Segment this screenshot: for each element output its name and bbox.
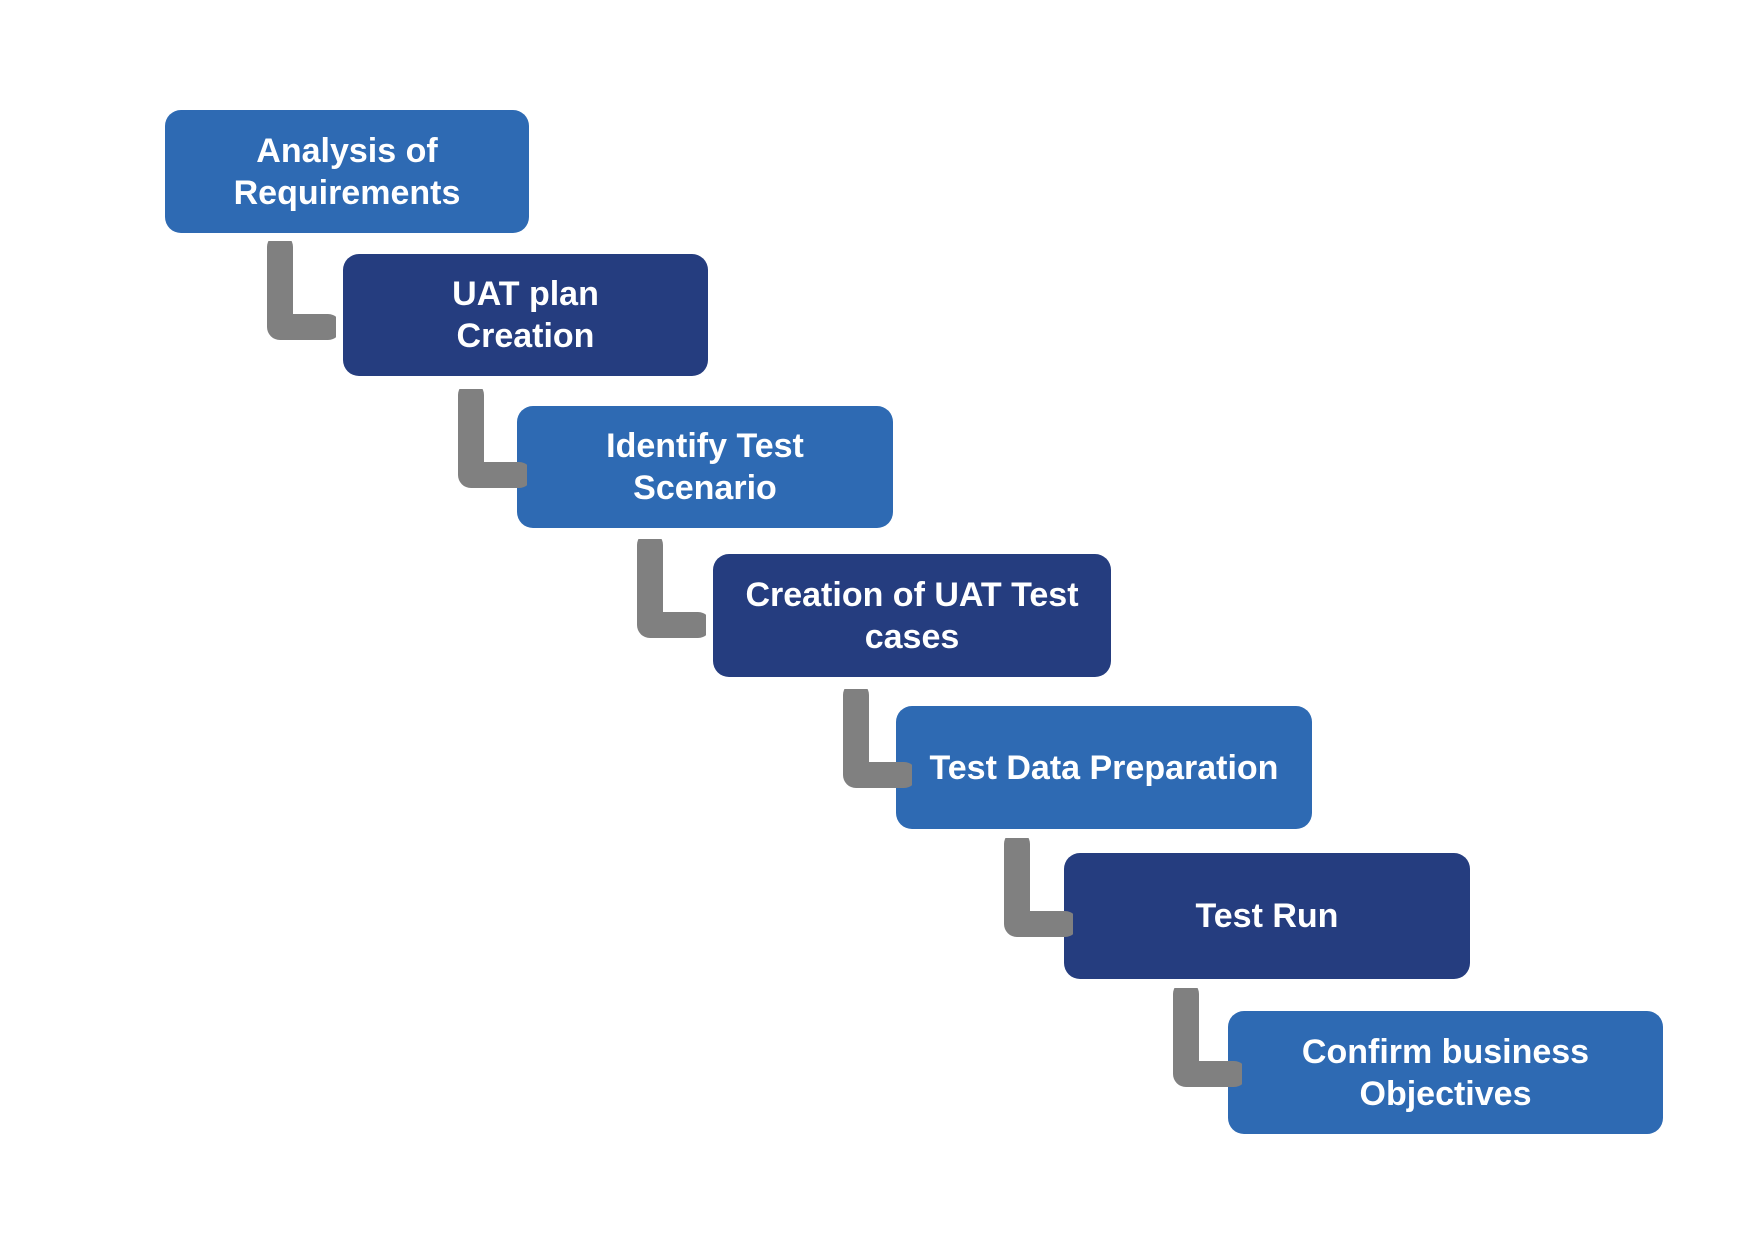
step-uat-plan-creation: UAT plan Creation: [343, 254, 708, 376]
step-label: Identify Test Scenario: [606, 427, 804, 507]
step-creation-of-uat-test-cases: Creation of UAT Test cases: [713, 554, 1111, 677]
step-label: Test Data Preparation: [929, 748, 1279, 787]
step-label: Test Run: [1195, 897, 1339, 935]
step-label: Analysis of Requirements: [233, 131, 461, 212]
l-shaped-connector-icon: [843, 689, 912, 788]
step-test-run: Test Run: [1064, 853, 1470, 979]
step-analysis-of-requirements: Analysis of Requirements: [165, 110, 529, 233]
step-label: Confirm business Objectives: [1301, 1032, 1590, 1113]
l-shaped-connector-icon: [1004, 838, 1073, 937]
step-label: UAT plan Creation: [452, 275, 599, 355]
l-shaped-connector-icon: [637, 539, 706, 638]
l-shaped-connector-icon: [458, 389, 527, 488]
l-shaped-connector-icon: [267, 241, 336, 340]
step-test-data-preparation: Test Data Preparation: [896, 706, 1312, 829]
step-label: Creation of UAT Test cases: [745, 575, 1079, 656]
l-shaped-connector-icon: [1173, 988, 1242, 1087]
step-identify-test-scenario: Identify Test Scenario: [517, 406, 893, 528]
step-confirm-business-objectives: Confirm business Objectives: [1228, 1011, 1663, 1134]
